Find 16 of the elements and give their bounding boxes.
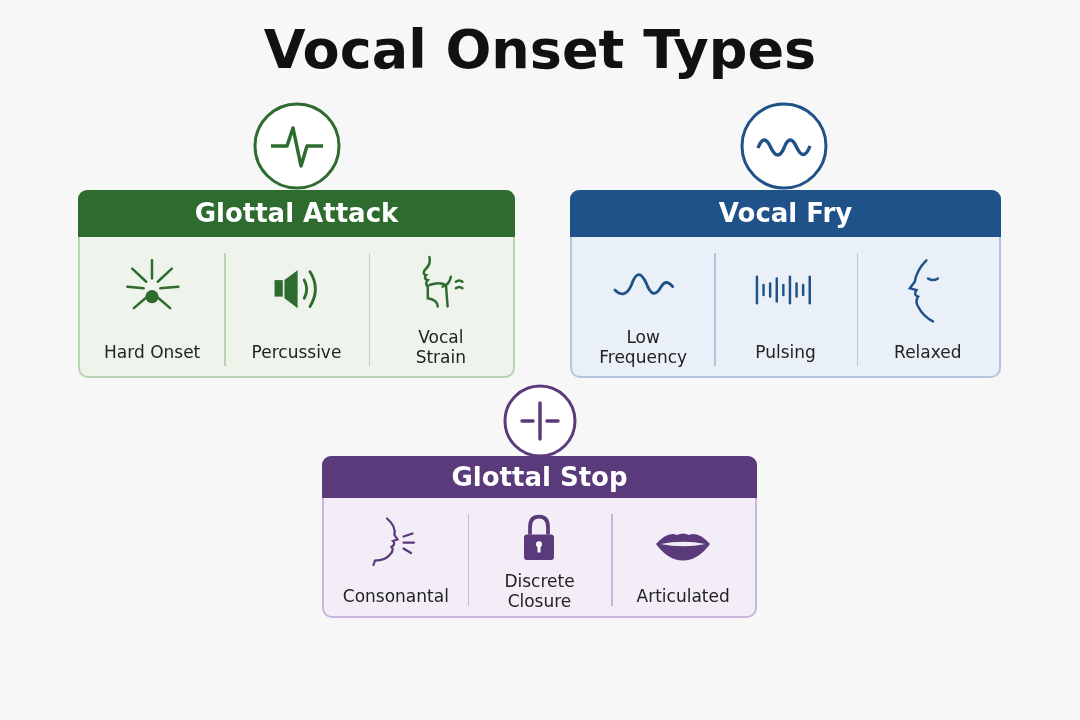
item-label: Pulsing — [755, 342, 816, 363]
item-label: Vocal Strain — [414, 327, 467, 368]
item-label: Hard Onset — [104, 342, 201, 363]
panel-heading: Vocal Fry — [570, 190, 1001, 237]
category-panel — [570, 190, 1001, 378]
panel-heading: Glottal Attack — [78, 190, 515, 237]
item-label: Percussive — [251, 342, 342, 363]
category-panel — [322, 456, 757, 618]
item-label: Discrete Closure — [503, 571, 576, 611]
category-panel — [78, 190, 515, 378]
item-label: Articulated — [636, 586, 730, 606]
item-label: Low Frequency — [598, 327, 689, 368]
item-label: Consonantal — [342, 586, 449, 606]
panel-heading: Glottal Stop — [322, 456, 757, 498]
title: Vocal Onset Types — [262, 18, 818, 81]
item-label: Relaxed — [894, 342, 962, 363]
